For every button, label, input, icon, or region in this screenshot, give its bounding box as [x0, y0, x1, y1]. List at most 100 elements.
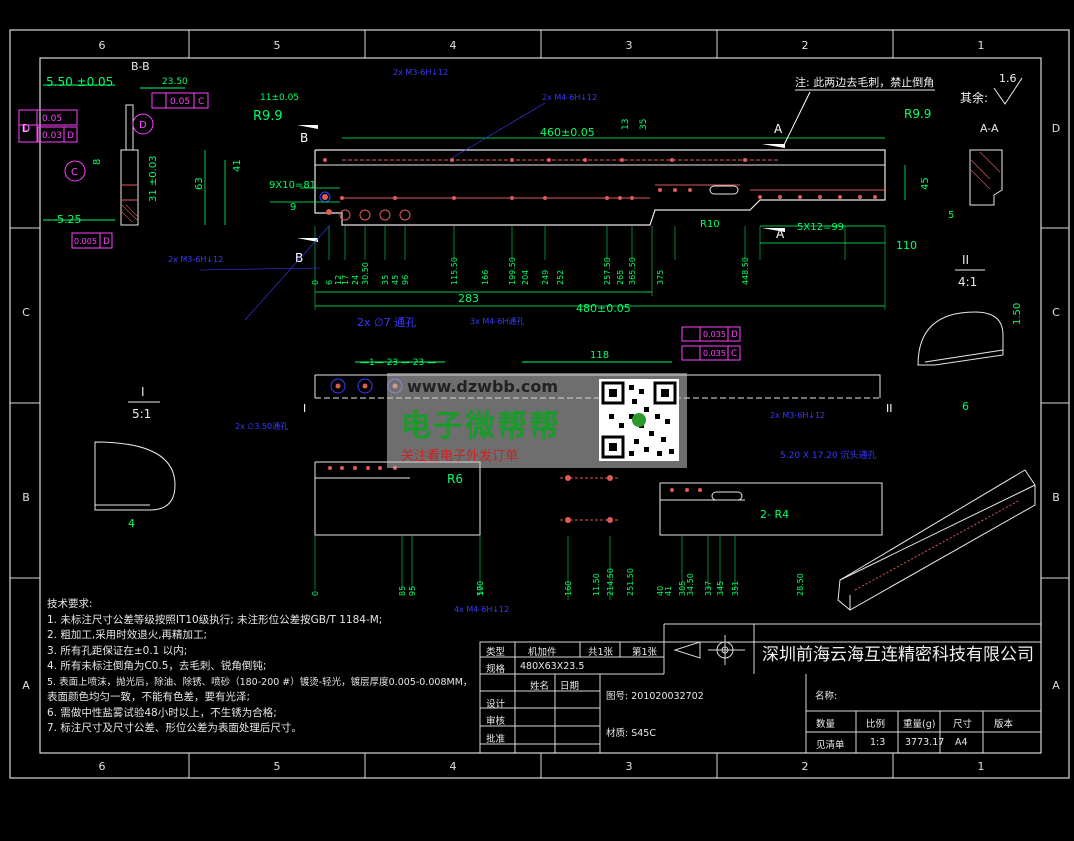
border-number: 5 [274, 39, 281, 52]
border-letter: D [22, 122, 30, 135]
gdt-datum: D [103, 237, 110, 247]
gdt-datum: D [67, 131, 74, 141]
border-letter: A [22, 679, 30, 692]
border-letter: C [1052, 306, 1060, 319]
border-number: 6 [99, 39, 106, 52]
roughness-symbol [993, 77, 1023, 105]
tb-type-label: 类型 [486, 647, 506, 658]
section-bb-view: B-B 5.50 ±0.05 23.50 5.25 31 ±0.03 8 D C… [18, 60, 209, 249]
dim-283: 283 [458, 292, 479, 305]
dim-6: 6 [962, 400, 969, 413]
border-number: 4 [450, 39, 457, 52]
dim-tick-label: 11.50 [592, 573, 601, 596]
dim-tick-label: 448.50 [741, 257, 750, 285]
qr-code-icon [599, 379, 679, 461]
note-hole-2: 2x ∅7 通孔 [357, 316, 416, 329]
border-letter: B [22, 491, 30, 504]
dim-110: 110 [896, 239, 917, 252]
dim-r9-9: R9.9 [253, 109, 283, 124]
border-number: 1 [978, 39, 985, 52]
gdt-datum: C [731, 349, 737, 359]
note-hole-9: 2x M3-6H↓12 [393, 68, 448, 77]
dim-tick-label: 351 [731, 581, 740, 596]
border-letter: D [1052, 122, 1060, 135]
cut-a-top: A [774, 122, 783, 136]
surface-note: 注: 此两边去毛刺，禁止倒角 [795, 75, 934, 89]
dim-8: 8 [92, 159, 103, 165]
dim-tick-label: 57 [476, 586, 485, 596]
tb-type-value: 机加件 [528, 647, 557, 658]
border-number: 6 [99, 760, 106, 773]
dim-118: 118 [590, 350, 609, 361]
tb-part-name-label: 名称: [815, 691, 838, 702]
outer-frame [9, 29, 1070, 779]
tb-material: 材质: S45C [606, 728, 656, 739]
dim-23-50: 23.50 [162, 77, 188, 87]
watermark-title: 电子微帮帮 [401, 409, 561, 444]
tb-date-col: 日期 [560, 681, 580, 692]
title-block [479, 623, 1042, 754]
tb-unit-value: 见清单 [816, 740, 845, 751]
dim-tick-label: 96 [401, 275, 410, 285]
watermark-subtitle: 关注看电子外发订单 [401, 449, 519, 464]
datum-d-label: D [139, 120, 147, 131]
dim-13: 13 [621, 119, 631, 130]
dim-tick-label: 0 [311, 591, 320, 596]
note-hole-8: 2x M3-6H↓12 [770, 411, 825, 420]
border-number: 2 [802, 760, 809, 773]
dim-63: 63 [194, 177, 205, 190]
dim-31: 31 ±0.03 [148, 155, 159, 202]
border-letter: B [1052, 491, 1060, 504]
border-number: 3 [626, 760, 633, 773]
note-hole-1: 2x M4-6H↓12 [542, 93, 597, 102]
dim-tick-label: 251.50 [626, 568, 635, 596]
section-aa-title: A-A [980, 122, 999, 135]
dim-45: 45 [920, 177, 931, 190]
dim-tick-label: 95 [408, 586, 417, 596]
datum-c-bubble [64, 160, 86, 182]
note-item: 4. 所有未标注倒角为C0.5，去毛刺、锐角倒钝; [47, 660, 267, 672]
dim-tick-label: 6 [325, 280, 334, 285]
notes-title: 技术要求: [47, 598, 93, 610]
dim-tick-label: 249 [541, 270, 550, 285]
gdt-datum: D [731, 330, 738, 340]
dim-tick-label: 45 [391, 275, 400, 285]
note-item: 2. 粗加工,采用时效退火,再精加工; [47, 629, 208, 641]
detail2-profile [917, 311, 1004, 366]
detail1-title: I [141, 385, 145, 399]
datum-c-label: C [71, 167, 78, 178]
note-item: 6. 需做中性盐雾试验48小时以上，不生锈为合格; [47, 706, 277, 719]
gdt-datum: C [198, 97, 204, 107]
roughness-value: 1.6 [999, 72, 1017, 85]
note-item: 5. 表面上喷沫，抛光后，除油、除锈、喷砂（180-200 #）镀烫-轻光，镀层… [47, 676, 473, 688]
dim-5-25: 5.25 [57, 213, 82, 226]
tb-version-label: 版本 [994, 719, 1014, 730]
detail2-scale: 4:1 [958, 275, 977, 289]
main-front-view: 460±0.05 480±0.05 283 110 9X10=81 5X12=9… [168, 68, 1023, 614]
dim-tick-label: 214.50 [606, 568, 615, 596]
dim-tick-label: 204 [521, 270, 530, 285]
gdt-0-035-d: 0.035 [703, 330, 726, 339]
dim-tick-label: 160 [564, 581, 573, 596]
border-number: 4 [450, 760, 457, 773]
dim-tick-label: 24 [351, 275, 360, 285]
tb-sheets-total: 共1张 [588, 647, 614, 658]
cut-a-bottom: A [776, 227, 785, 241]
detail1-scale: 5:1 [132, 407, 151, 421]
tb-design: 设计 [486, 699, 506, 710]
detail2-title: II [962, 253, 969, 267]
gdt-0-005: 0.005 [74, 237, 97, 246]
tb-company: 深圳前海云海互连精密科技有限公司 [762, 645, 1034, 665]
dim-tick-label: 166 [481, 270, 490, 285]
tb-size-label: 尺寸 [953, 719, 973, 730]
dim-5-50: 5.50 ±0.05 [46, 75, 113, 89]
border-number: 2 [802, 39, 809, 52]
note-hole-7: 4x M4-6H↓12 [454, 605, 509, 614]
watermark-url: www.dzwbb.com [407, 377, 559, 396]
datum-d-frame: D [23, 124, 30, 134]
dim-4: 4 [128, 517, 135, 530]
dim-tick-label: 252 [556, 270, 565, 285]
dim-tick-label: 17 [341, 275, 350, 285]
dim-tick-label: 28.50 [796, 573, 805, 596]
